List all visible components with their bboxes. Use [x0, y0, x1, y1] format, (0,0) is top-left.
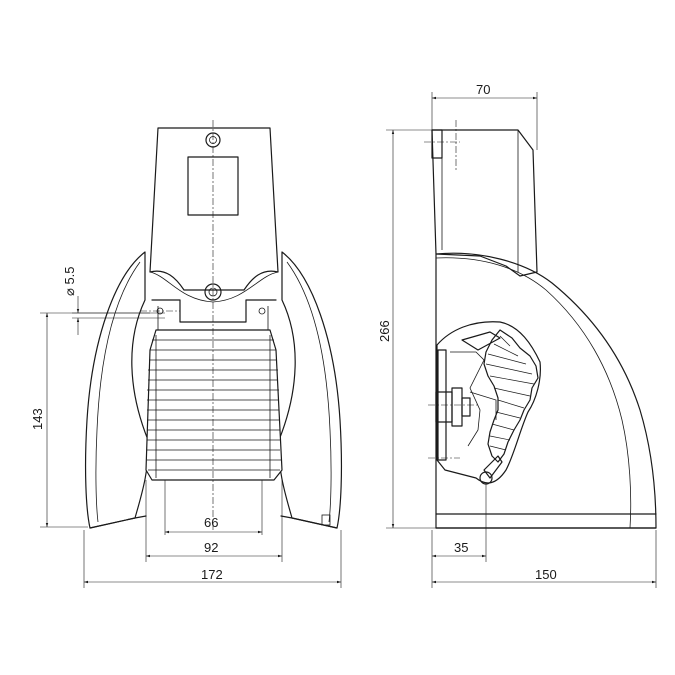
- front-height-label: 143: [30, 408, 45, 430]
- side-width-total-label: 150: [535, 567, 557, 582]
- front-guard-right: [278, 251, 343, 529]
- side-height-label: 266: [377, 320, 392, 342]
- front-width-total-label: 172: [201, 567, 223, 582]
- front-view: ⌀ 5.5 143 66 92 172: [30, 120, 343, 588]
- side-cutaway: [436, 321, 541, 484]
- side-top-width-label: 70: [476, 82, 490, 97]
- front-pedal: [145, 329, 283, 481]
- front-guard-left: [84, 251, 149, 529]
- side-pedal-offset-label: 35: [454, 540, 468, 555]
- side-top-housing: [431, 129, 538, 277]
- side-guard-body: [435, 252, 657, 529]
- front-top-cover: [149, 127, 279, 291]
- front-hole-diameter-label: ⌀ 5.5: [62, 266, 77, 296]
- front-pedal-width-label: 66: [204, 515, 218, 530]
- side-view: 70 266 35 150: [377, 82, 657, 588]
- side-section-hatch: [483, 329, 539, 463]
- front-inner-width-label: 92: [204, 540, 218, 555]
